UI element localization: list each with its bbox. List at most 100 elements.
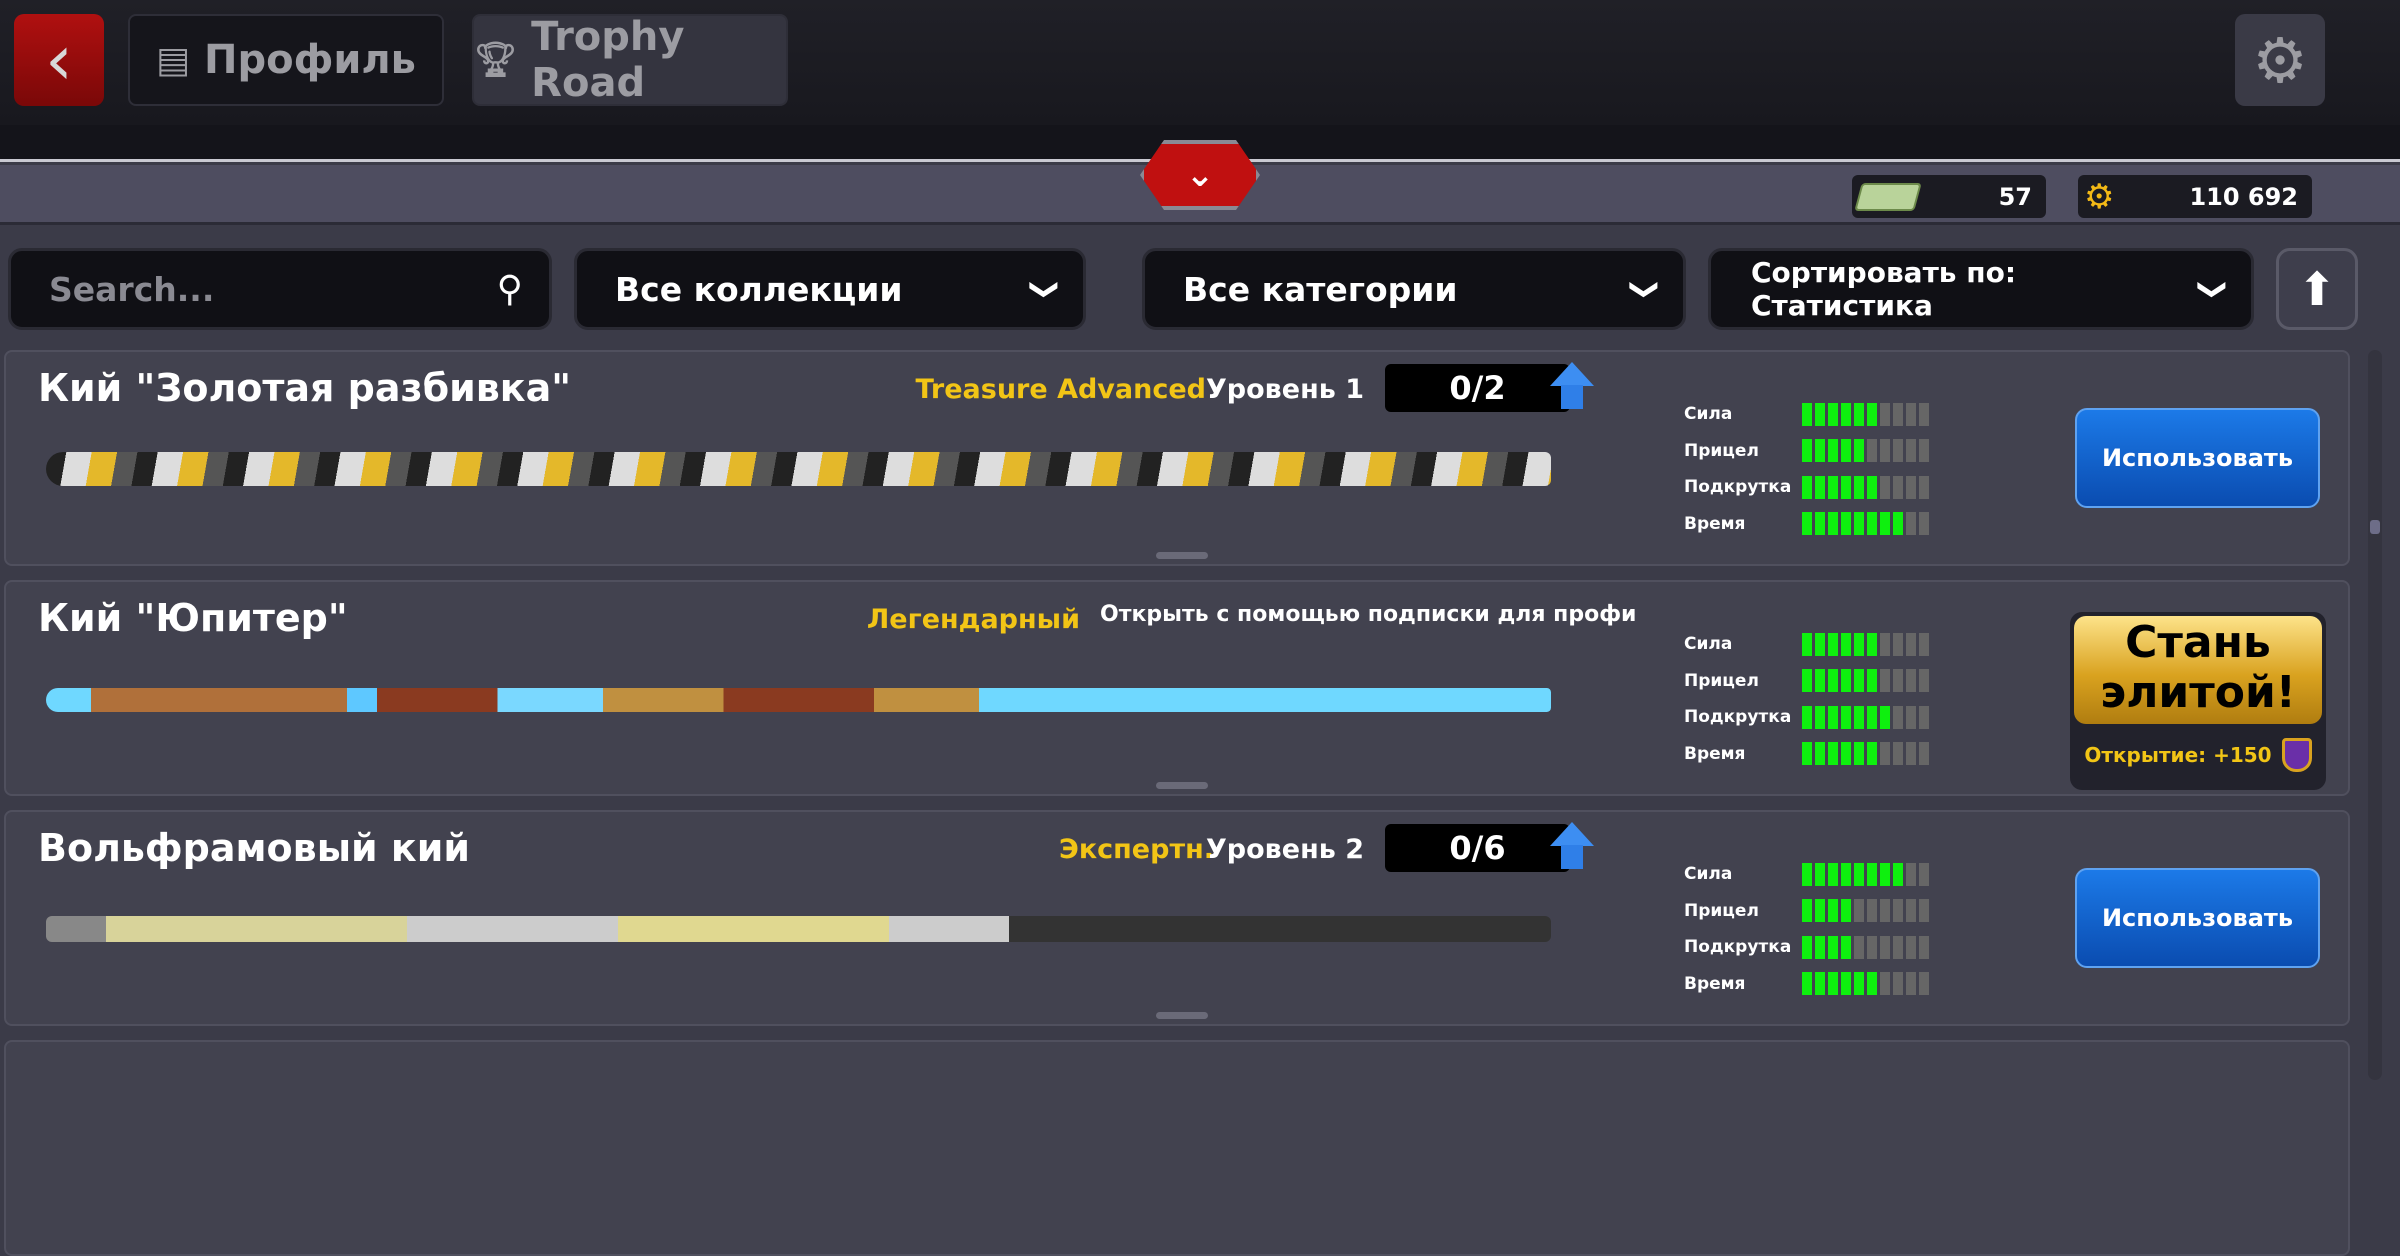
stat-segment <box>1867 402 1877 426</box>
cue-card[interactable]: Кий "Юпитер" Легендарный Открыть с помощ… <box>4 580 2350 796</box>
stat-segment <box>1854 935 1864 959</box>
cue-card[interactable]: Кий "Золотая разбивка" Treasure Advanced… <box>4 350 2350 566</box>
stat-segment <box>1802 512 1812 536</box>
stat-segment <box>1815 402 1825 426</box>
search-input[interactable]: Search... ⚲ <box>8 248 552 330</box>
stat-segment <box>1906 669 1916 693</box>
stat-segment <box>1867 512 1877 536</box>
stat-segment <box>1841 972 1851 996</box>
stat-segment <box>1854 475 1864 499</box>
stat-segment <box>1906 512 1916 536</box>
stat-segment <box>1893 972 1903 996</box>
stat-segment <box>1802 935 1812 959</box>
stat-segment <box>1841 935 1851 959</box>
cue-card[interactable]: Вольфрамовый кий Экспертн. Уровень 2 0/6… <box>4 810 2350 1026</box>
stat-segment <box>1906 439 1916 463</box>
stat-segment <box>1828 705 1838 729</box>
cash-counter: 57 <box>1852 175 2046 218</box>
tab-profile[interactable]: ▤Профиль <box>128 14 444 106</box>
stat-segment <box>1893 512 1903 536</box>
stat-segment <box>1867 475 1877 499</box>
unlock-note: Открыть с помощью подписки для профи <box>1100 602 1637 627</box>
stat-segment <box>1841 669 1851 693</box>
stat-segment <box>1880 669 1890 693</box>
tab-label: Trophy Road <box>531 14 685 106</box>
stat-segment <box>1854 742 1864 766</box>
back-button[interactable]: ‹ <box>14 14 104 106</box>
stat-row: Сила <box>1684 856 1932 893</box>
use-button[interactable]: Использовать <box>2075 868 2320 968</box>
stat-row: Прицел <box>1684 893 1932 930</box>
stat-label: Прицел <box>1684 440 1759 461</box>
search-icon: ⚲ <box>496 268 523 310</box>
stat-segment <box>1867 972 1877 996</box>
stat-label: Время <box>1684 513 1746 534</box>
elite-shield-icon <box>2281 738 2312 772</box>
tab-label: Профиль <box>204 37 416 83</box>
stat-segment <box>1893 669 1903 693</box>
scrollbar-thumb[interactable] <box>2370 520 2380 534</box>
stat-segment <box>1802 899 1812 923</box>
categories-dropdown[interactable]: Все категории ❯ <box>1142 248 1686 330</box>
sort-dropdown[interactable]: Сортировать по: Статистика❯ <box>1708 248 2254 330</box>
stat-segment <box>1880 862 1890 886</box>
gear-icon: ⚙ <box>2252 23 2308 97</box>
tab-trophy-road[interactable]: 🏆︎Trophy Road <box>472 14 788 106</box>
stat-segment <box>1893 705 1903 729</box>
cue-card[interactable] <box>4 1040 2350 1256</box>
stat-segment <box>1880 439 1890 463</box>
expand-drawer-button[interactable]: ⌄ <box>1140 140 1260 210</box>
stat-label: Сила <box>1684 404 1733 425</box>
stat-row: Сила <box>1684 626 1932 663</box>
stat-row: Прицел <box>1684 663 1932 700</box>
cue-level: Уровень 1 <box>1205 374 1364 405</box>
stat-segment <box>1893 632 1903 656</box>
stat-segment <box>1802 742 1812 766</box>
chevron-down-icon: ❯ <box>1028 277 1062 301</box>
stat-label: Подкрутка <box>1684 937 1792 958</box>
stat-segment <box>1906 632 1916 656</box>
coins-counter: ⚙ 110 692 <box>2078 175 2312 218</box>
stat-segment <box>1867 632 1877 656</box>
stat-segment <box>1893 475 1903 499</box>
stat-segment <box>1841 862 1851 886</box>
stat-segment <box>1919 899 1929 923</box>
stat-label: Прицел <box>1684 670 1759 691</box>
settings-button[interactable]: ⚙ <box>2235 14 2325 106</box>
stat-segment <box>1841 899 1851 923</box>
stat-segment <box>1919 512 1929 536</box>
stat-segment <box>1906 742 1916 766</box>
chevron-down-icon: ❯ <box>1628 277 1662 301</box>
drag-handle <box>1156 1012 1208 1019</box>
stat-segment <box>1919 475 1929 499</box>
stat-segment <box>1919 705 1929 729</box>
collections-dropdown[interactable]: Все коллекции❯ <box>574 248 1086 330</box>
chevron-down-icon: ❯ <box>2196 277 2230 301</box>
stat-segment <box>1867 669 1877 693</box>
stat-segment <box>1867 899 1877 923</box>
dropdown-value: Все категории <box>1183 269 1458 309</box>
cash-icon <box>1854 182 1922 211</box>
stat-segment <box>1854 439 1864 463</box>
scrollbar[interactable] <box>2368 350 2382 1080</box>
stat-segment <box>1906 402 1916 426</box>
stat-segment <box>1828 742 1838 766</box>
upgrade-arrow-icon <box>1550 822 1594 846</box>
stat-segment <box>1919 862 1929 886</box>
stat-segment <box>1867 935 1877 959</box>
stat-segment <box>1802 862 1812 886</box>
stat-row: Подкрутка <box>1684 699 1932 736</box>
cue-name: Кий "Золотая разбивка" <box>38 366 572 410</box>
become-elite-button[interactable]: Стань элитой! <box>2074 616 2322 724</box>
sort-order-button[interactable]: ⬆ <box>2276 248 2358 330</box>
stat-segment <box>1802 439 1812 463</box>
stat-segment <box>1867 742 1877 766</box>
stat-segment <box>1815 475 1825 499</box>
stat-segment <box>1919 742 1929 766</box>
stat-segment <box>1880 475 1890 499</box>
stat-segment <box>1867 705 1877 729</box>
stat-segment <box>1880 632 1890 656</box>
use-button[interactable]: Использовать <box>2075 408 2320 508</box>
stat-segment <box>1841 632 1851 656</box>
